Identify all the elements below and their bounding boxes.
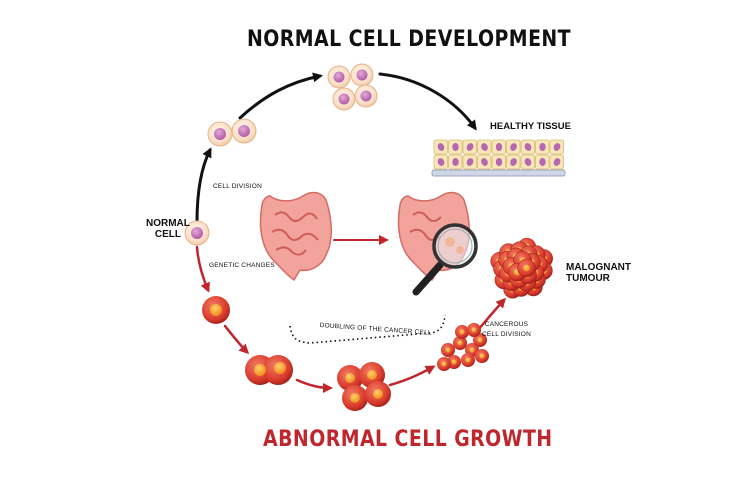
label-malignant-line1: MALOGNANT xyxy=(566,262,631,273)
label-genetic-changes: GENETIC CHANGES xyxy=(209,262,275,269)
arrow-mutated-to-double xyxy=(223,324,250,355)
malignant-tumour xyxy=(490,237,553,299)
label-cancerous-line1: CANCEROUS xyxy=(484,321,529,328)
arrow-division-to-tumour xyxy=(476,297,507,332)
cancer-cell-cluster xyxy=(337,362,391,411)
label-healthy-tissue: HEALTHY TISSUE xyxy=(490,121,571,132)
abnormal-path-arrows xyxy=(195,235,507,393)
arrow-normal-to-mutated xyxy=(195,245,210,293)
label-cancerous-line2: CELL DIVISION xyxy=(482,331,531,338)
arrow-group-to-tissue xyxy=(378,72,477,131)
doubling-bracket xyxy=(289,314,446,344)
normal-path-arrows xyxy=(195,72,477,224)
label-normal-cell-line1: NORMAL xyxy=(146,218,190,229)
mutated-cell xyxy=(202,296,230,324)
arrow-division-to-group xyxy=(238,72,323,120)
label-normal-cell: NORMAL CELL xyxy=(146,218,190,240)
magnifying-glass-icon xyxy=(412,223,478,296)
arrow-cluster-to-division xyxy=(388,365,436,387)
label-cancerous-division: CANCEROUS CELL DIVISION xyxy=(482,320,531,340)
four-normal-cells xyxy=(327,63,378,111)
arrow-normal-to-division xyxy=(195,147,212,224)
title-normal-development: NORMAL CELL DEVELOPMENT xyxy=(247,27,572,52)
normal-cell xyxy=(184,220,210,246)
label-normal-cell-line2: CELL xyxy=(154,229,181,240)
intestine-icon xyxy=(259,191,332,282)
doubled-cancer-cells xyxy=(245,355,293,385)
healthy-tissue-block xyxy=(431,139,566,177)
cancerous-division-cluster xyxy=(437,323,489,371)
label-cell-division: CELL DIVISION xyxy=(213,183,262,190)
title-abnormal-growth: ABNORMAL CELL GROWTH xyxy=(263,427,553,452)
arrow-double-to-cluster xyxy=(295,378,333,393)
dividing-cells xyxy=(207,118,257,147)
label-malignant-line2: TUMOUR xyxy=(566,273,610,284)
label-malignant-tumour: MALOGNANT TUMOUR xyxy=(566,262,631,284)
